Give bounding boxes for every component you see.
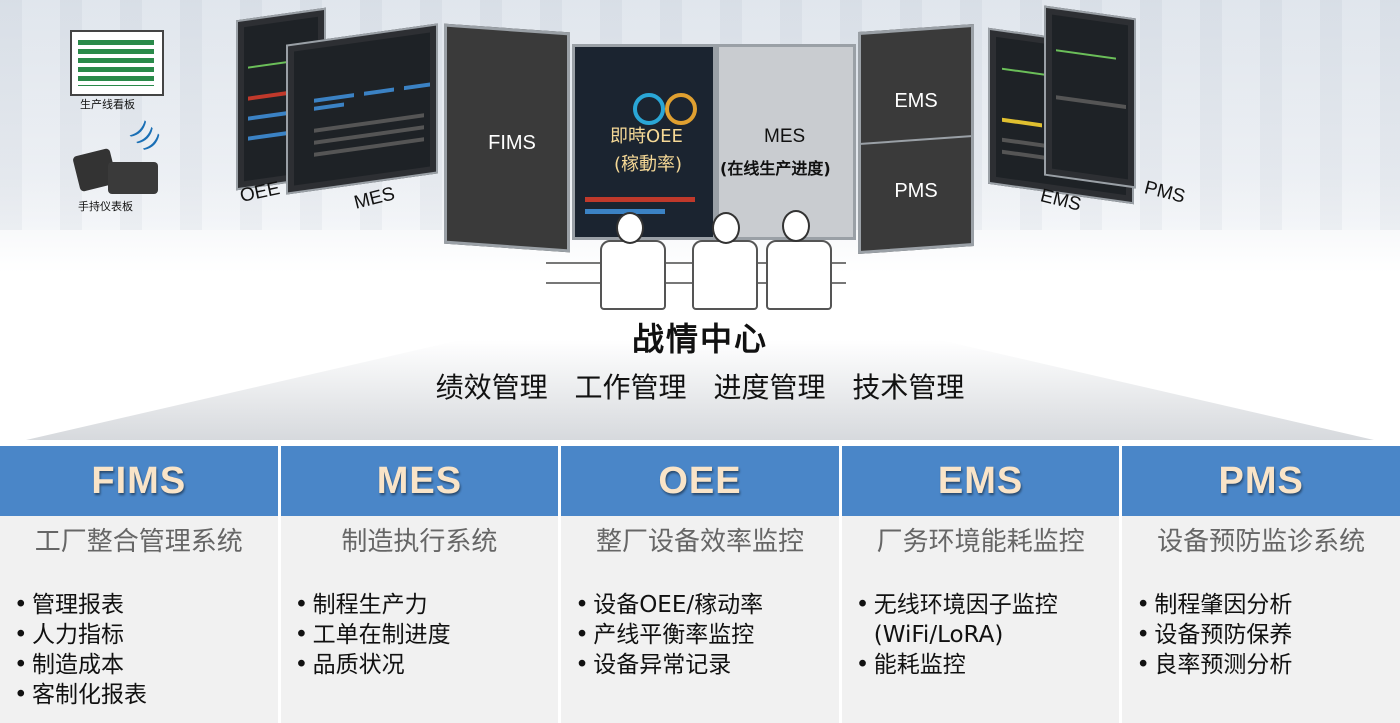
tablet-device xyxy=(108,162,158,194)
module-description: 整厂设备效率监控 xyxy=(595,527,804,557)
list-item: 设备预防保养 xyxy=(1136,620,1400,650)
module-description: 设备预防监诊系统 xyxy=(1157,527,1366,557)
module-feature-list: 制程肇因分析 设备预防保养 良率预测分析 xyxy=(1122,590,1400,680)
module-description: 工厂整合管理系统 xyxy=(34,527,243,557)
handheld-label: 手持仪表板 xyxy=(78,200,133,213)
module-name: OEE xyxy=(658,459,742,502)
list-item: 能耗监控 xyxy=(856,650,1120,680)
ems-panel-label: EMS xyxy=(894,90,938,112)
module-description: 制造执行系统 xyxy=(341,527,498,557)
module-feature-list: 管理报表 人力指标 制造成本 客制化报表 xyxy=(0,590,278,710)
list-item: 人力指标 xyxy=(14,620,278,650)
mes-center-screen xyxy=(716,44,856,240)
module-name: EMS xyxy=(937,459,1024,502)
list-item-continuation: (WiFi/LoRA) xyxy=(873,622,1004,648)
ems-pms-panel xyxy=(858,23,974,255)
oee-center-screen xyxy=(572,44,716,240)
list-item: 客制化报表 xyxy=(14,680,278,710)
kanban-label: 生产线看板 xyxy=(80,98,135,111)
hero-illustration: 生产线看板 ))) 手持仪表板 OEE MES FIMS xyxy=(0,0,1400,440)
mes-center-label-2: (在线生产进度) xyxy=(720,159,831,178)
module-name: MES xyxy=(376,459,463,502)
funnel-shadow xyxy=(26,340,1374,440)
list-item: 工单在制进度 xyxy=(295,620,559,650)
kanban-board xyxy=(70,30,164,96)
operator-chair xyxy=(600,240,666,310)
operator-chair xyxy=(692,240,758,310)
list-item: 制造成本 xyxy=(14,650,278,680)
module-ems: EMS 厂务环境能耗监控 无线环境因子监控 (WiFi/LoRA) 能耗监控 xyxy=(841,446,1123,723)
page-subtitle: 绩效管理 工作管理 进度管理 技术管理 xyxy=(435,371,965,404)
list-item: 制程肇因分析 xyxy=(1136,590,1400,620)
module-mes: MES 制造执行系统 制程生产力 工单在制进度 品质状况 xyxy=(280,446,562,723)
list-item: 设备OEE/稼动率 xyxy=(575,590,839,620)
module-feature-list: 设备OEE/稼动率 产线平衡率监控 设备异常记录 xyxy=(561,590,839,680)
pms-dashboard-screen xyxy=(1044,5,1136,189)
module-columns: FIMS 工厂整合管理系统 管理报表 人力指标 制造成本 客制化报表 MES 制… xyxy=(0,446,1400,723)
module-header: OEE xyxy=(561,446,839,516)
module-feature-list: 制程生产力 工单在制进度 品质状况 xyxy=(281,590,559,680)
module-header: EMS xyxy=(841,446,1120,516)
list-item: 良率预测分析 xyxy=(1136,650,1400,680)
operator-head xyxy=(712,212,740,244)
module-fims: FIMS 工厂整合管理系统 管理报表 人力指标 制造成本 客制化报表 xyxy=(0,446,281,723)
list-item: 设备异常记录 xyxy=(575,650,839,680)
module-header: FIMS xyxy=(0,446,278,516)
module-name: PMS xyxy=(1218,459,1304,502)
module-pms: PMS 设备预防监诊系统 制程肇因分析 设备预防保养 良率预测分析 xyxy=(1122,446,1400,723)
mes-center-label-1: MES xyxy=(764,126,806,147)
list-item: 产线平衡率监控 xyxy=(575,620,839,650)
operator-chair xyxy=(766,240,832,310)
page-title: 战情中心 xyxy=(631,320,768,358)
list-item: 品质状况 xyxy=(295,650,559,680)
module-oee: OEE 整厂设备效率监控 设备OEE/稼动率 产线平衡率监控 设备异常记录 xyxy=(561,446,842,723)
oee-center-label-2: (稼動率) xyxy=(614,154,683,175)
pms-panel-label: PMS xyxy=(894,180,938,202)
list-item: 制程生产力 xyxy=(295,590,559,620)
oee-center-label-1: 即時OEE xyxy=(610,126,683,147)
module-description: 厂务环境能耗监控 xyxy=(876,527,1085,557)
operator-head xyxy=(782,210,810,242)
operator-head xyxy=(616,212,644,244)
fims-panel-label: FIMS xyxy=(488,132,536,154)
mes-dashboard-screen xyxy=(286,23,438,195)
module-name: FIMS xyxy=(91,459,187,502)
module-feature-list: 无线环境因子监控 (WiFi/LoRA) 能耗监控 xyxy=(842,590,1120,680)
module-header: PMS xyxy=(1122,446,1400,516)
list-item: 无线环境因子监控 xyxy=(856,590,1120,620)
module-header: MES xyxy=(280,446,559,516)
list-item: 管理报表 xyxy=(14,590,278,620)
